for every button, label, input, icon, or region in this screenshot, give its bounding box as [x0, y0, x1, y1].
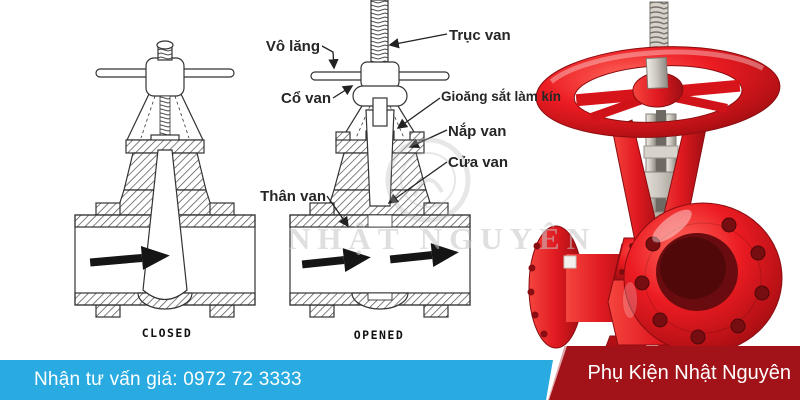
label-neck: Cổ van: [280, 90, 331, 107]
watermark-text: NHẬT NGUYÊN: [288, 221, 597, 256]
valve-stem-threads: [649, 1, 669, 49]
state-opened: OPENED: [353, 328, 405, 342]
label-bonnet: Nắp van: [448, 123, 507, 140]
flange-bolt-holes: [634, 217, 770, 345]
label-gate: Cửa van: [448, 154, 509, 171]
opened-valve-drawing: [289, 0, 471, 318]
label-gasket: Gioăng sắt làm kín: [441, 89, 562, 104]
label-leader-lines: [321, 33, 448, 228]
flow-arrows-open: [301, 243, 459, 272]
consult-text: Nhận tư vấn giá: 0972 72 3333: [34, 369, 302, 390]
state-closed: CLOSED: [141, 326, 193, 340]
closed-valve-drawing: [74, 40, 256, 318]
flow-arrow-blocked: [89, 245, 170, 270]
reflection-glint: [563, 255, 577, 269]
label-stem: Trục van: [449, 27, 511, 44]
watermark-logo-icon: [385, 137, 471, 223]
red-gate-valve-photo: [527, 1, 783, 350]
consult-banner: Nhận tư vấn giá: 0972 72 3333: [0, 360, 553, 400]
label-handwheel: Vô lăng: [265, 38, 320, 55]
brand-banner: Phụ Kiện Nhật Nguyên: [549, 346, 800, 400]
valve-handwheel: [535, 46, 781, 138]
valve-cross-section-diagram: [74, 0, 471, 318]
brand-text: Phụ Kiện Nhật Nguyên: [587, 362, 791, 384]
valve-flange-front: [623, 202, 783, 350]
label-body: Thân van: [260, 188, 326, 205]
